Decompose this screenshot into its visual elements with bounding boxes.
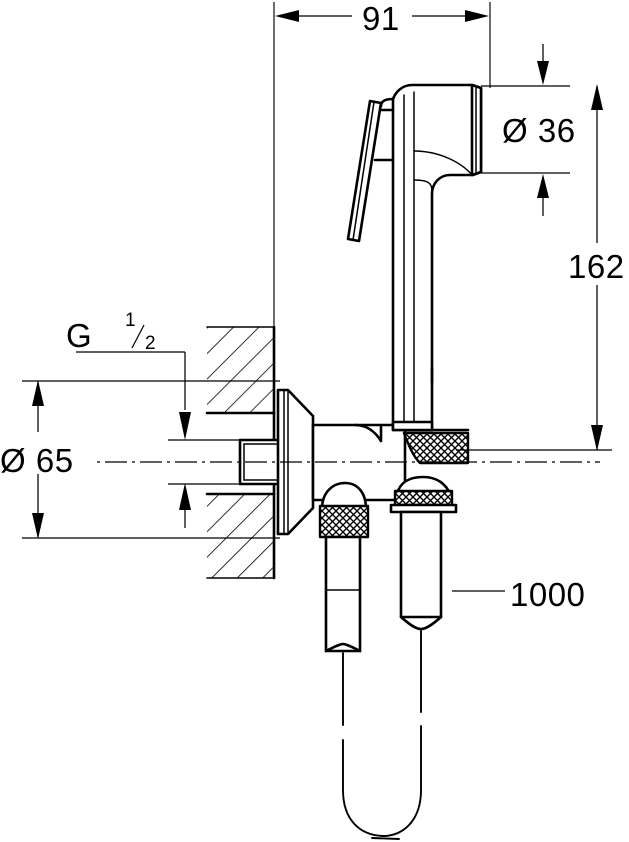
dim162-arrow-bottom xyxy=(591,425,603,451)
upper-knurl-surface xyxy=(402,431,470,465)
dimension-diameter-65: Ø 65 xyxy=(0,380,280,539)
trigger-neck-curve xyxy=(379,97,395,108)
dim162-arrow-top xyxy=(591,84,603,110)
hose1000-text-mask xyxy=(508,570,626,612)
hose-connector-dome xyxy=(395,475,452,496)
trigger-lever-body xyxy=(346,99,383,243)
dimension-91: 91 xyxy=(275,0,491,88)
dim65-text-mask xyxy=(0,432,92,474)
gthread-numerator-label: 1 xyxy=(125,310,136,331)
dim36-arrow-bottom xyxy=(537,174,549,198)
hose1000-label: 1000 xyxy=(510,576,585,613)
holder-hook-stem xyxy=(318,481,370,653)
hook-dome xyxy=(320,481,368,511)
hook-stem-bottom-taper xyxy=(324,642,362,653)
dim36-label: Ø 36 xyxy=(502,112,576,149)
gthread-fraction-slash xyxy=(131,324,145,349)
hose-left-lower xyxy=(342,739,386,837)
hook-stem xyxy=(324,535,362,653)
holder-arm-shoulder-upper xyxy=(353,423,383,443)
wall-section xyxy=(205,2,276,580)
head-curve-upper xyxy=(413,150,473,176)
wall-hatch-lower xyxy=(207,494,274,578)
dim36-text-mask xyxy=(500,108,610,148)
hose-connector-bottom-taper xyxy=(399,615,443,631)
hose-connector-knurl xyxy=(393,489,454,507)
head-curve-lower xyxy=(413,179,433,201)
gthread-label-group: G 1 2 xyxy=(66,310,156,354)
hose-connector-barrel xyxy=(399,510,443,619)
gthread-arrow-upper xyxy=(179,412,191,440)
trigger-lever-inner-line xyxy=(352,101,375,241)
dimension-hose-1000: 1000 xyxy=(452,570,626,613)
hose-connector-flange xyxy=(389,503,458,514)
dim65-arrow-bottom xyxy=(32,513,44,539)
hose-connector xyxy=(389,475,458,631)
spray-head xyxy=(391,83,483,432)
flexible-hose xyxy=(342,629,422,840)
wall-hatch-upper xyxy=(207,327,274,413)
dim91-arrow-right xyxy=(465,10,489,22)
gthread-arrow-lower xyxy=(179,483,191,510)
dimension-162: 162 xyxy=(456,84,629,451)
gthread-prefix-label: G xyxy=(66,317,92,354)
head-bottom-collar xyxy=(391,420,434,432)
dim91-text-mask xyxy=(352,0,412,34)
dimension-diameter-36: Ø 36 xyxy=(481,44,610,216)
hose-bottom-arc-gap xyxy=(371,837,400,840)
dim162-label: 162 xyxy=(568,248,625,285)
trigger-lever xyxy=(346,97,395,243)
dim91-arrow-left xyxy=(275,10,299,22)
dim91-label: 91 xyxy=(362,0,400,37)
dim36-arrow-top xyxy=(537,61,549,85)
hook-knurled-nut xyxy=(318,504,370,539)
dim65-arrow-top xyxy=(32,380,44,406)
hose-right-lower xyxy=(385,725,422,837)
dim162-text-mask xyxy=(565,243,629,285)
dim65-label: Ø 65 xyxy=(0,442,74,479)
dimension-thread-g-half: G 1 2 xyxy=(66,310,246,528)
upper-knurled-ring xyxy=(402,428,470,465)
gthread-denominator-label: 2 xyxy=(145,333,156,354)
